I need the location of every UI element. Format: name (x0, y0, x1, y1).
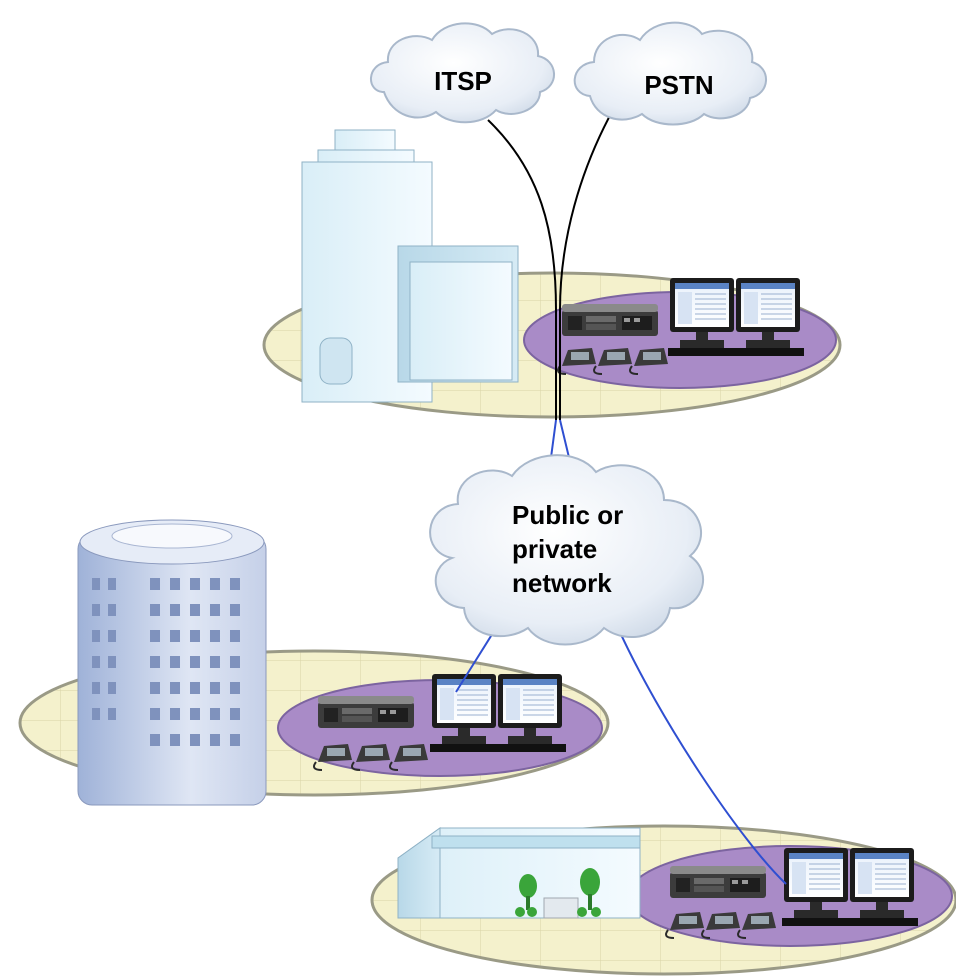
pbx-icon (318, 696, 414, 728)
hotel-building-icon (77, 519, 267, 806)
cloud-icon (429, 454, 705, 646)
branch2-network-link (617, 627, 787, 885)
pstn-label: PSTN (644, 70, 714, 100)
itsp-trunk-line (487, 119, 557, 420)
office-tower-icon (301, 129, 519, 403)
pbx-icon (670, 866, 766, 898)
trunk-lines (487, 107, 615, 420)
network-label-line: Public or (512, 500, 624, 530)
site-branch-2 (370, 824, 956, 976)
itsp-cloud (370, 22, 555, 124)
itsp-label: ITSP (434, 66, 492, 96)
shrub-icon (515, 874, 537, 917)
cloud-icon (573, 21, 767, 126)
shrub-icon (577, 868, 601, 917)
site-headquarters (262, 129, 842, 419)
pstn-trunk-line (559, 107, 615, 420)
low-office-building-icon (397, 827, 641, 919)
network-label-line: network (512, 568, 612, 598)
pstn-cloud (573, 21, 767, 126)
site-branch-1 (18, 519, 610, 806)
pbx-icon (562, 304, 658, 336)
cloud-icon (370, 22, 555, 124)
network-label-line: private (512, 534, 598, 564)
network-label: Public or private network (484, 498, 712, 600)
network-cloud (429, 454, 705, 646)
